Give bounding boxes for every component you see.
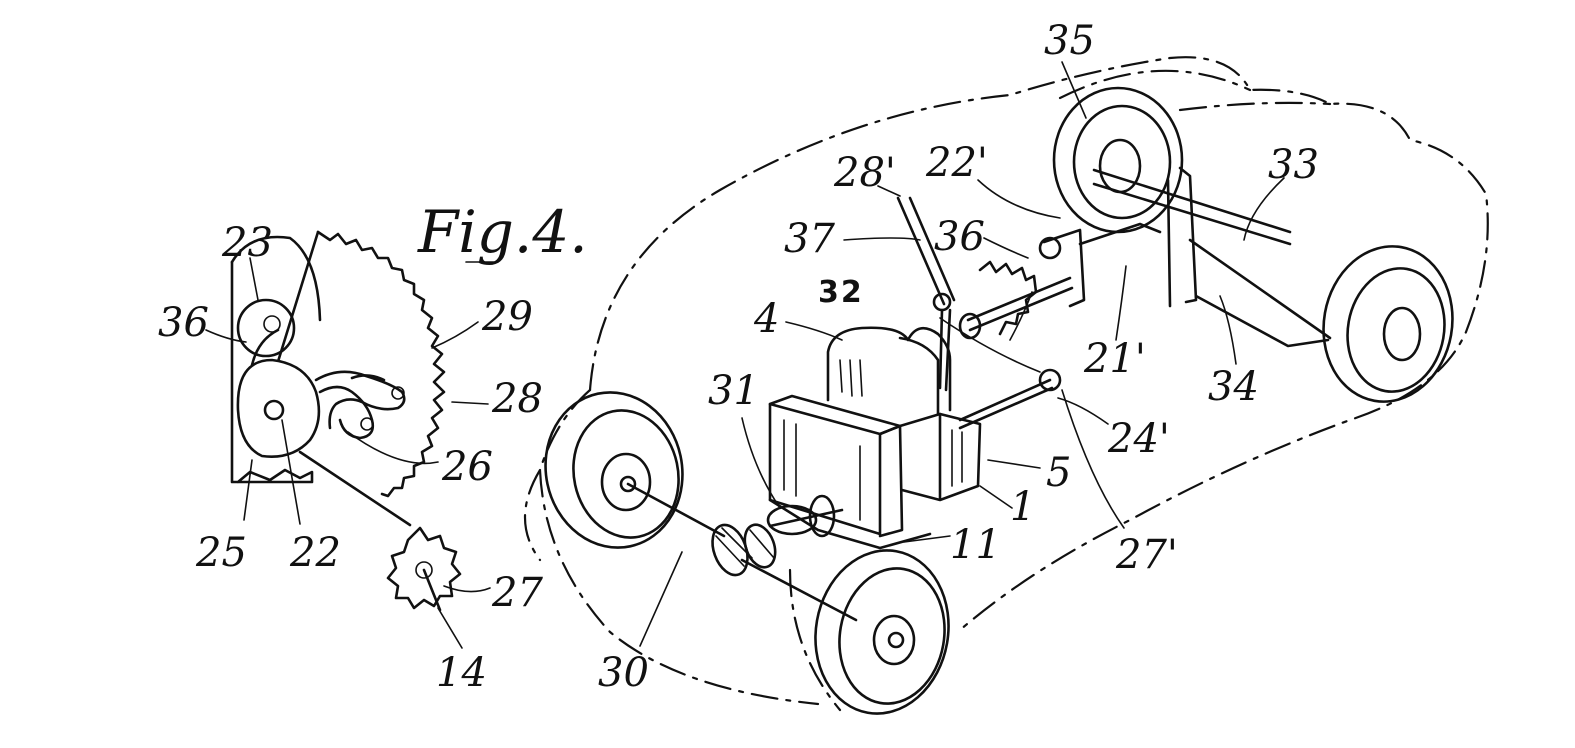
rear-frame-upright [1180, 168, 1196, 302]
rear-frame-upright-b [1168, 180, 1170, 306]
leader-21p [1116, 266, 1126, 340]
motor-housing-hatch [840, 360, 862, 396]
leader-4 [786, 322, 842, 340]
front-left-hub [602, 454, 650, 510]
label-37: 37 [784, 216, 835, 262]
front-left-wheel [531, 380, 696, 561]
bevel-gears [706, 496, 842, 580]
box-side [880, 426, 902, 536]
chain-32 [940, 318, 1040, 372]
front-right-hub [874, 616, 914, 664]
fig4-detail [206, 232, 490, 648]
pinion-27 [388, 528, 460, 608]
drive-shaft-24p [960, 380, 1050, 420]
rear-shaft-arm-b [970, 288, 1072, 330]
label-36v: 36 [934, 214, 985, 260]
leader-37 [844, 238, 920, 240]
rear-right-wheel [1311, 236, 1464, 412]
leader-36v [984, 238, 1028, 258]
rear-right-tire [1311, 236, 1464, 412]
front-right-tire-inner [829, 560, 955, 712]
label-25: 25 [195, 530, 247, 576]
label-35: 35 [1044, 18, 1095, 64]
label-31: 31 [708, 368, 759, 414]
leader-5 [988, 460, 1040, 468]
label-36: 36 [158, 300, 209, 346]
rear-left-tire-inner [1074, 106, 1170, 218]
leader-1 [980, 486, 1012, 508]
label-11: 11 [950, 522, 1001, 568]
rear-frame-34 [1196, 296, 1328, 346]
rear-left-hub [1100, 140, 1140, 192]
label-27p: 27' [1115, 532, 1178, 578]
rod-37 [940, 310, 942, 388]
label-27: 27 [491, 570, 543, 616]
front-axle-30 [628, 484, 724, 536]
cam-25 [238, 360, 319, 457]
linkage-bracket [1044, 230, 1084, 306]
rear-left-wheel [1054, 88, 1182, 232]
front-right-wheel [790, 540, 961, 724]
label-32: 32 [818, 275, 864, 310]
front-right-tire [803, 540, 961, 724]
label-22: 22 [289, 530, 341, 576]
label-5: 5 [1046, 450, 1071, 496]
rear-frame-33 [1190, 240, 1330, 338]
label-29: 29 [481, 294, 533, 340]
body-front-bumper [525, 470, 540, 560]
label-1: 1 [1010, 484, 1035, 530]
drive-shaft-24p-b [960, 388, 1052, 428]
leader-14 [438, 608, 462, 648]
leader-28 [452, 402, 488, 404]
leader-22p [978, 180, 1060, 218]
box-top [770, 396, 900, 434]
vehicle-body-outline [525, 57, 1488, 704]
sector-gear-29 [318, 232, 444, 496]
body-rear-side [1180, 103, 1330, 110]
front-left-tire-inner [562, 401, 690, 548]
box-5-hatch [952, 430, 962, 486]
leader-31 [742, 418, 780, 508]
body-rear-top [1060, 71, 1250, 98]
label-21p: 21' [1083, 336, 1146, 382]
front-right-axle-end [889, 633, 903, 647]
figure-title: Fig.4. [417, 198, 588, 266]
label-33: 33 [1268, 142, 1319, 188]
leader-34 [1220, 296, 1236, 364]
label-34: 34 [1208, 364, 1259, 410]
motor-housing-4-front [900, 338, 938, 414]
leader-30 [640, 552, 682, 646]
lever-pin [361, 418, 373, 430]
front-axle-30-b [742, 560, 856, 620]
label-23: 23 [221, 220, 273, 266]
label-30: 30 [598, 650, 649, 696]
motor-housing-4 [828, 328, 950, 410]
label-26: 26 [441, 444, 493, 490]
leader-29 [432, 322, 478, 348]
rear-right-hub [1384, 308, 1420, 360]
label-14: 14 [436, 650, 487, 696]
body-dashdot-outline [590, 57, 1488, 630]
rear-right-tire-inner [1338, 261, 1454, 400]
label-28p: 28' [833, 150, 896, 196]
label-4: 4 [753, 296, 779, 342]
label-24p: 24' [1107, 416, 1170, 462]
leader-25 [244, 460, 252, 520]
label-28: 28 [491, 376, 543, 422]
label-22p: 22' [925, 140, 988, 186]
